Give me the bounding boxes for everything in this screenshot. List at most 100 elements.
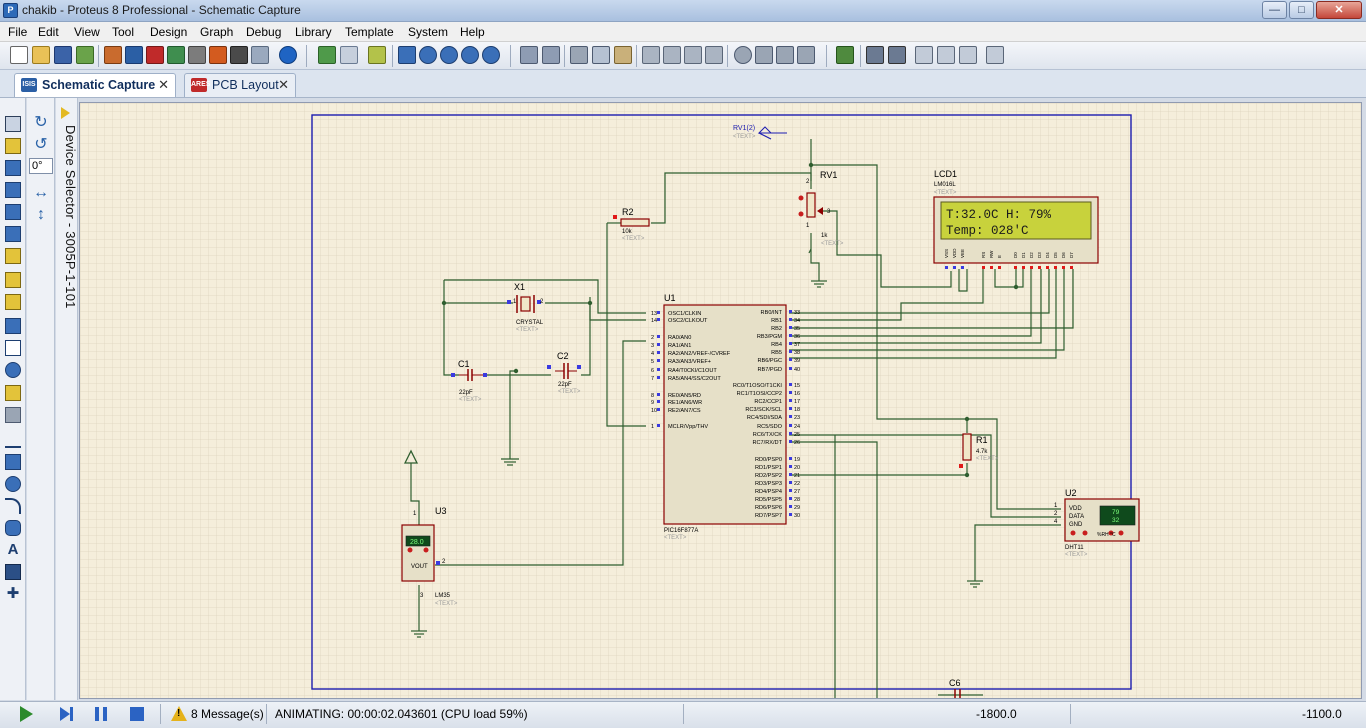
grid-toggle-icon[interactable]: [340, 46, 358, 64]
zoom-in-icon[interactable]: [419, 46, 437, 64]
zoom-out-icon[interactable]: [440, 46, 458, 64]
library-icon[interactable]: [251, 46, 269, 64]
selection-mode-icon[interactable]: [5, 116, 21, 132]
wire-autorouter-icon[interactable]: [836, 46, 854, 64]
pan-icon[interactable]: [398, 46, 416, 64]
path-tool-icon[interactable]: [5, 520, 21, 536]
component-mode-icon[interactable]: [5, 138, 21, 154]
graph-mode-icon[interactable]: [5, 318, 21, 334]
minimize-button[interactable]: —: [1262, 1, 1287, 19]
circle-tool-icon[interactable]: [5, 476, 21, 492]
box-tool-icon[interactable]: [5, 454, 21, 470]
mcu-pin-name: RE0/AN5/RD: [668, 393, 701, 399]
text-script-icon[interactable]: [5, 204, 21, 220]
zoom-all-icon[interactable]: [461, 46, 479, 64]
probe-icon[interactable]: [5, 385, 21, 401]
copy-icon[interactable]: [592, 46, 610, 64]
terminals-icon[interactable]: [5, 272, 21, 288]
marker-tool-icon[interactable]: ✚: [6, 585, 20, 602]
stop-icon[interactable]: [130, 707, 144, 721]
menu-system[interactable]: System: [408, 25, 449, 39]
packaging-tool-icon[interactable]: [776, 46, 794, 64]
tab-pcb-layout[interactable]: ARES PCB Layout ✕: [184, 73, 296, 97]
maximize-button[interactable]: □: [1289, 1, 1314, 19]
decompose-icon[interactable]: [797, 46, 815, 64]
close-tab-icon[interactable]: ✕: [158, 77, 169, 92]
refresh-icon[interactable]: [318, 46, 336, 64]
bom-icon[interactable]: [209, 46, 227, 64]
subcircuit-icon[interactable]: [5, 248, 21, 264]
menu-tool[interactable]: Tool: [112, 25, 135, 39]
menu-edit[interactable]: Edit: [38, 25, 59, 39]
cut-icon[interactable]: [570, 46, 588, 64]
lcd-pin-label: D2: [1029, 252, 1034, 258]
lcd-pin-dot: [1054, 266, 1057, 269]
close-window-button[interactable]: ✕: [1316, 1, 1362, 19]
block-copy-icon[interactable]: [642, 46, 660, 64]
remove-sheet-icon[interactable]: [937, 46, 955, 64]
source-code-icon[interactable]: [230, 46, 248, 64]
property-tool-icon[interactable]: [888, 46, 906, 64]
zoom-area-icon[interactable]: [482, 46, 500, 64]
block-delete-icon[interactable]: [705, 46, 723, 64]
save-icon[interactable]: [54, 46, 72, 64]
wire-label-icon[interactable]: [5, 182, 21, 198]
block-move-icon[interactable]: [663, 46, 681, 64]
redo-icon[interactable]: [542, 46, 560, 64]
ares-icon[interactable]: [146, 46, 164, 64]
menu-help[interactable]: Help: [460, 25, 485, 39]
tab-schematic-capture[interactable]: ISIS Schematic Capture ✕: [14, 73, 176, 97]
bus-mode-icon[interactable]: [5, 226, 21, 242]
3d-viewer-icon[interactable]: [167, 46, 185, 64]
step-icon[interactable]: [58, 706, 74, 722]
schematic-canvas[interactable]: RV1(2) <TEXT> RV1 2 3 1 1k <TEXT> R2 10k…: [79, 102, 1362, 699]
import-icon[interactable]: [76, 46, 94, 64]
menu-view[interactable]: View: [74, 25, 100, 39]
new-file-icon[interactable]: [10, 46, 28, 64]
symbol-tool-icon[interactable]: [5, 564, 21, 580]
close-tab-icon[interactable]: ✕: [278, 77, 289, 92]
rotate-anticlockwise-icon[interactable]: ↺: [34, 136, 48, 153]
pause-icon[interactable]: [93, 706, 109, 722]
device-pins-icon[interactable]: [5, 294, 21, 310]
warning-icon[interactable]: [171, 706, 187, 721]
arc-tool-icon[interactable]: [5, 498, 21, 514]
generator-icon[interactable]: [5, 362, 21, 378]
menu-debug[interactable]: Debug: [246, 25, 282, 39]
isis-icon[interactable]: [125, 46, 143, 64]
menu-template[interactable]: Template: [345, 25, 394, 39]
line-tool-icon[interactable]: [5, 432, 21, 448]
play-icon[interactable]: [20, 706, 33, 722]
junction-mode-icon[interactable]: [5, 160, 21, 176]
messages-count[interactable]: 8 Message(s): [191, 707, 264, 721]
help-icon[interactable]: [279, 46, 297, 64]
mirror-horizontal-icon[interactable]: ↔: [33, 184, 49, 201]
menu-graph[interactable]: Graph: [200, 25, 234, 39]
undo-icon[interactable]: [520, 46, 538, 64]
paste-icon[interactable]: [614, 46, 632, 64]
new-sheet-icon[interactable]: [915, 46, 933, 64]
home-icon[interactable]: [104, 46, 122, 64]
block-rotate-icon[interactable]: [684, 46, 702, 64]
schematic-drawing[interactable]: RV1(2) <TEXT> RV1 2 3 1 1k <TEXT> R2 10k…: [80, 103, 1362, 699]
search-tag-icon[interactable]: [866, 46, 884, 64]
make-device-icon[interactable]: [755, 46, 773, 64]
menu-library[interactable]: Library: [295, 25, 332, 39]
expand-panel-icon[interactable]: [61, 107, 70, 119]
gerber-icon[interactable]: [188, 46, 206, 64]
open-folder-icon[interactable]: [32, 46, 50, 64]
device-selector-panel[interactable]: [56, 98, 78, 700]
rotation-angle-input[interactable]: [29, 158, 53, 174]
origin-icon[interactable]: [368, 46, 386, 64]
menu-file[interactable]: File: [8, 25, 28, 39]
rotate-clockwise-icon[interactable]: ↻: [34, 114, 48, 131]
tape-recorder-icon[interactable]: [5, 340, 21, 356]
netlist-icon[interactable]: [986, 46, 1004, 64]
text-tool-icon[interactable]: A: [7, 541, 19, 558]
menu-design[interactable]: Design: [150, 25, 188, 39]
exit-parent-icon[interactable]: [959, 46, 977, 64]
mirror-vertical-icon[interactable]: ↕: [37, 206, 45, 223]
pick-device-icon[interactable]: [734, 46, 752, 64]
instruments-icon[interactable]: [5, 407, 21, 423]
c2-value: 22pF: [558, 382, 572, 388]
